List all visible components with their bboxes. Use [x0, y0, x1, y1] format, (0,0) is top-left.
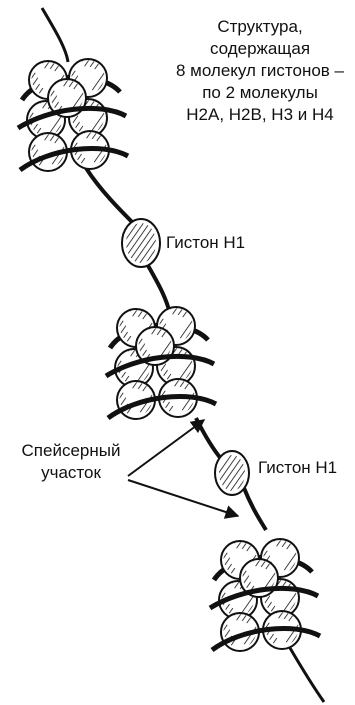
histone-h1-bead-1 — [122, 219, 160, 267]
nucleosome-2 — [106, 307, 216, 419]
dna-strand-top — [42, 8, 68, 62]
histone-octamer-label: Структура, содержащая 8 молекул гистонов… — [165, 16, 355, 126]
dna-linker-1 — [86, 168, 138, 228]
octamer-label-line: 8 молекул гистонов – — [165, 60, 355, 82]
spacer-arrow-upper — [128, 420, 204, 476]
histone-h1-bead-2 — [215, 451, 249, 495]
nucleosome-3 — [210, 539, 320, 651]
dna-strand-bottom — [290, 648, 324, 702]
histone-h1-label-upper: Гистон H1 — [166, 232, 245, 254]
dna-linker-2 — [146, 262, 170, 314]
nucleosome-1 — [18, 59, 128, 171]
dna-linker-4 — [244, 488, 266, 530]
dna-linker-3 — [196, 418, 222, 460]
octamer-label-line: H2A, H2B, H3 и H4 — [165, 104, 355, 126]
histone-h1-label-lower: Гистон H1 — [258, 457, 337, 479]
octamer-label-line: по 2 молекулы — [165, 82, 355, 104]
spacer-region-label: Спейсерный участок — [10, 440, 132, 484]
octamer-label-line: содержащая — [165, 38, 355, 60]
spacer-label-line: участок — [10, 462, 132, 484]
octamer-label-line: Структура, — [165, 16, 355, 38]
spacer-label-line: Спейсерный — [10, 440, 132, 462]
